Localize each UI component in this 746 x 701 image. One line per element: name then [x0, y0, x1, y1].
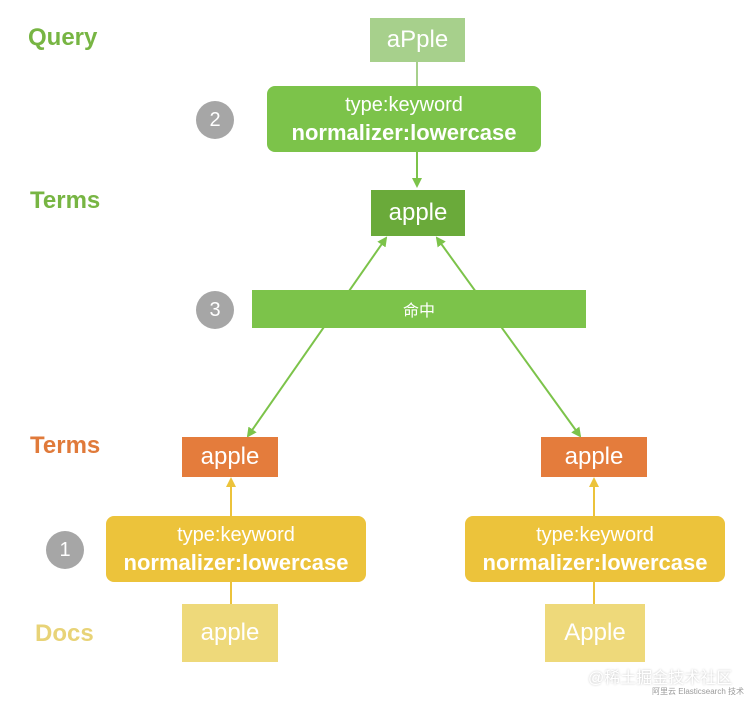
left-doc-term-box: apple: [182, 437, 278, 477]
query-text-box: aPple: [370, 18, 465, 62]
match-bar: 命中: [252, 290, 586, 328]
step-1-badge: 1: [46, 531, 84, 569]
left-doc-analyzer-box: type:keyword normalizer:lowercase: [106, 516, 366, 582]
right-doc-analyzer-type: type:keyword: [536, 524, 654, 546]
query-analyzer-normalizer: normalizer:lowercase: [291, 120, 517, 145]
query-term-box: apple: [371, 190, 465, 236]
right-doc-term-box: apple: [541, 437, 647, 477]
right-doc-analyzer-normalizer: normalizer:lowercase: [482, 550, 708, 575]
left-doc-text-box: apple: [182, 604, 278, 662]
step-3-badge: 3: [196, 291, 234, 329]
left-doc-analyzer-normalizer: normalizer:lowercase: [123, 550, 349, 575]
terms-top-label: Terms: [30, 187, 101, 214]
match-arrow-left: [246, 236, 388, 438]
step-2-badge: 2: [196, 101, 234, 139]
watermark-main: @稀土掘金技术社区: [588, 670, 733, 687]
query-analyzer-type: type:keyword: [345, 94, 463, 116]
terms-bottom-label: Terms: [30, 432, 101, 459]
match-arrow-right: [435, 236, 582, 438]
right-doc-text-box: Apple: [545, 604, 645, 662]
query-analyzer-box: type:keyword normalizer:lowercase: [267, 86, 541, 152]
right-doc-analyzer-box: type:keyword normalizer:lowercase: [465, 516, 725, 582]
left-doc-analyzer-type: type:keyword: [177, 524, 295, 546]
watermark-sub: 阿里云 Elasticsearch 技术: [652, 687, 745, 696]
query-label: Query: [28, 24, 98, 51]
docs-label: Docs: [35, 620, 94, 647]
